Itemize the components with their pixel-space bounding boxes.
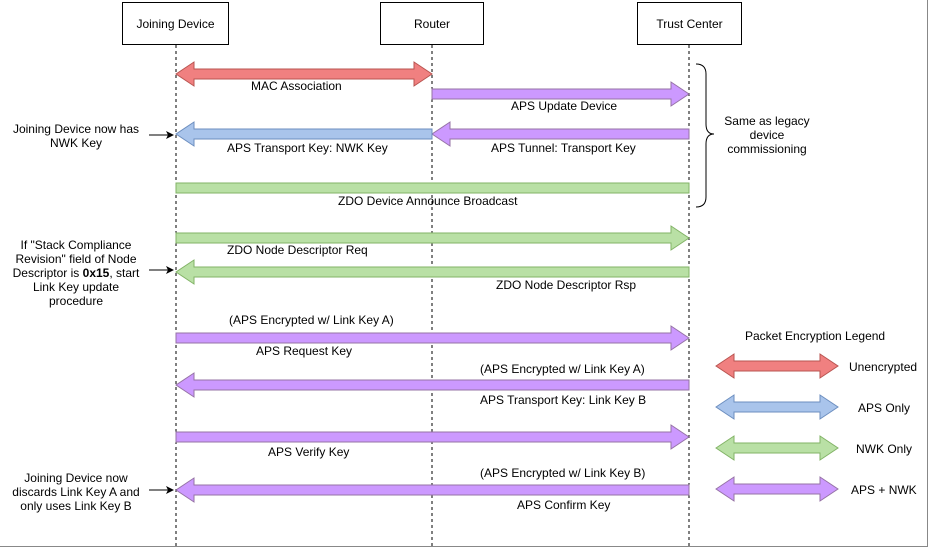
arrow-aps-transport-key-nwk-key xyxy=(175,121,433,147)
legend-arrow-nwk-only xyxy=(715,435,839,461)
legacy-brace xyxy=(695,63,715,208)
arrow-aps-update-device xyxy=(431,81,690,107)
label-zdo-device-announce: ZDO Device Announce Broadcast xyxy=(338,194,518,208)
arrow-zdo-node-descriptor-rsp xyxy=(175,259,690,285)
arrow-zdo-device-announce xyxy=(175,182,690,194)
legend-arrow-aps-only xyxy=(715,394,839,420)
legend-label-unencrypted: Unencrypted xyxy=(849,360,918,374)
label-zdo-node-descriptor-req: ZDO Node Descriptor Req xyxy=(227,243,368,257)
label-aps-verify-key: APS Verify Key xyxy=(268,445,350,459)
label-aps-update-device: APS Update Device xyxy=(511,99,618,113)
note-nwk-key: Joining Device now has NWK Key xyxy=(12,122,140,150)
label-zdo-node-descriptor-rsp: ZDO Node Descriptor Rsp xyxy=(496,278,637,292)
participant-joining-device: Joining Device xyxy=(122,2,229,45)
arrow-aps-verify-key xyxy=(175,424,690,450)
sublabel-aps-confirm-key: (APS Encrypted w/ Link Key B) xyxy=(480,466,646,480)
legend-arrow-unencrypted xyxy=(715,353,839,379)
arrow-aps-tunnel-transport-key xyxy=(431,121,690,147)
sublabel-aps-transport-key-link-key-b: (APS Encrypted w/ Link Key A) xyxy=(480,362,645,376)
legend-arrow-aps-nwk xyxy=(715,476,839,502)
note-pointer-discards xyxy=(149,486,174,494)
arrow-aps-confirm-key xyxy=(175,477,690,503)
label-aps-tunnel-transport-key: APS Tunnel: Transport Key xyxy=(491,141,636,155)
participant-trust-center: Trust Center xyxy=(637,2,742,45)
label-aps-request-key: APS Request Key xyxy=(256,344,353,358)
label-aps-confirm-key: APS Confirm Key xyxy=(517,498,611,512)
note-pointer-nwk-key xyxy=(149,131,174,139)
legend-label-aps-only: APS Only xyxy=(858,401,911,415)
note-discards: Joining Device now discards Link Key A a… xyxy=(12,471,140,513)
legend-label-aps-nwk: APS + NWK xyxy=(851,483,917,497)
note-pointer-stack-compliance xyxy=(149,266,174,274)
label-aps-transport-key-nwk-key: APS Transport Key: NWK Key xyxy=(227,141,388,155)
sublabel-aps-request-key: (APS Encrypted w/ Link Key A) xyxy=(229,313,394,327)
participant-router: Router xyxy=(380,2,484,45)
label-aps-transport-key-link-key-b: APS Transport Key: Link Key B xyxy=(480,393,647,407)
note-legacy: Same as legacy device commissioning xyxy=(724,114,810,156)
legend-label-nwk-only: NWK Only xyxy=(856,442,913,456)
label-mac-association: MAC Association xyxy=(251,79,342,93)
arrow-zdo-node-descriptor-req xyxy=(175,225,690,251)
legend-title: Packet Encryption Legend xyxy=(745,329,886,343)
arrow-aps-request-key xyxy=(175,325,690,351)
note-stack-compliance: If "Stack Compliance Revision" field of … xyxy=(12,238,140,308)
arrow-mac-association xyxy=(175,61,433,87)
arrow-aps-transport-key-link-key-b xyxy=(175,372,690,398)
